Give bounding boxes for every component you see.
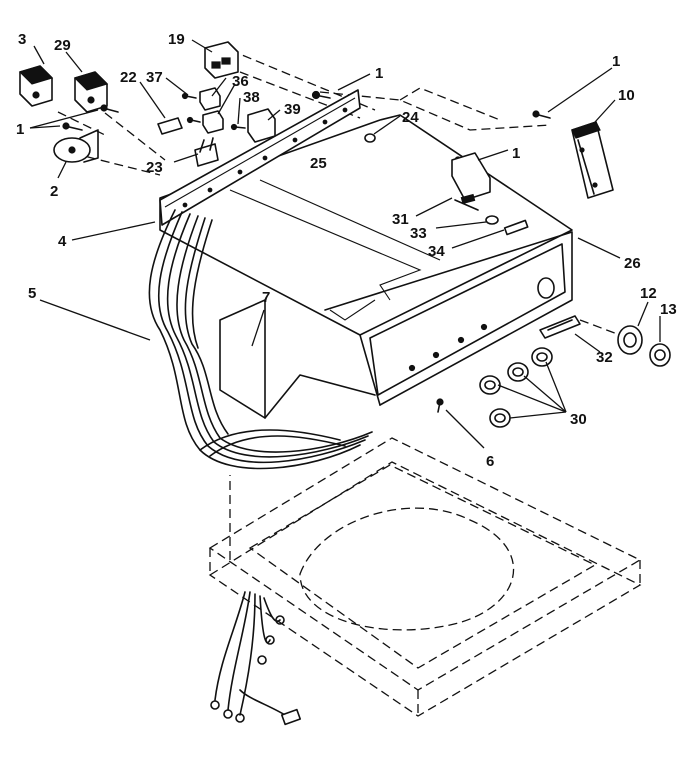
leader-lines (29, 39, 661, 449)
switch-29 (73, 71, 109, 113)
callout-24: 24 (402, 109, 419, 126)
part-10-bracket (571, 121, 614, 199)
callout-5: 5 (28, 285, 36, 302)
part-19-block (204, 41, 239, 79)
callout-37: 37 (146, 69, 163, 86)
small-components (157, 87, 276, 167)
callout-1-top: 1 (375, 65, 383, 82)
callout-38: 38 (243, 89, 260, 106)
callout-6: 6 (486, 453, 494, 470)
wire-harness (148, 209, 373, 470)
callout-19: 19 (168, 31, 185, 48)
callout-22: 22 (120, 69, 137, 86)
part-12-13-knob (617, 325, 671, 367)
callout-10: 10 (618, 87, 635, 104)
callout-1-mid: 1 (512, 145, 520, 162)
callout-31: 31 (392, 211, 409, 228)
callout-2: 2 (50, 183, 58, 200)
callout-4: 4 (58, 233, 67, 250)
washer-top-outline (208, 437, 642, 717)
callout-1-right: 1 (612, 53, 620, 70)
callout-34: 34 (428, 243, 445, 260)
callout-25: 25 (310, 155, 327, 172)
part-24-nut (364, 133, 376, 143)
callout-labels: 3 29 19 1 1 10 22 37 36 38 39 24 1 23 25… (16, 31, 677, 470)
part-32-slide (539, 315, 581, 339)
callout-3: 3 (18, 31, 26, 48)
callout-33: 33 (410, 225, 427, 242)
callout-30: 30 (570, 411, 587, 428)
parts-33-34 (485, 215, 529, 236)
switch-2 (53, 129, 99, 163)
callout-7: 7 (262, 289, 270, 306)
switch-3 (18, 65, 54, 107)
part-6-fastener (436, 398, 444, 413)
callout-32: 32 (596, 349, 613, 366)
callout-29: 29 (54, 37, 71, 54)
callout-26: 26 (624, 255, 641, 272)
part-30-knobs (479, 347, 553, 428)
callout-12: 12 (640, 285, 657, 302)
lower-wire-leads (210, 591, 302, 726)
callout-39: 39 (284, 101, 301, 118)
callout-13: 13 (660, 301, 677, 318)
terminal-bracket (159, 89, 361, 226)
callout-36: 36 (232, 73, 249, 90)
callout-1-left: 1 (16, 121, 24, 138)
callout-23: 23 (146, 159, 163, 176)
part-31-bracket (451, 152, 491, 211)
